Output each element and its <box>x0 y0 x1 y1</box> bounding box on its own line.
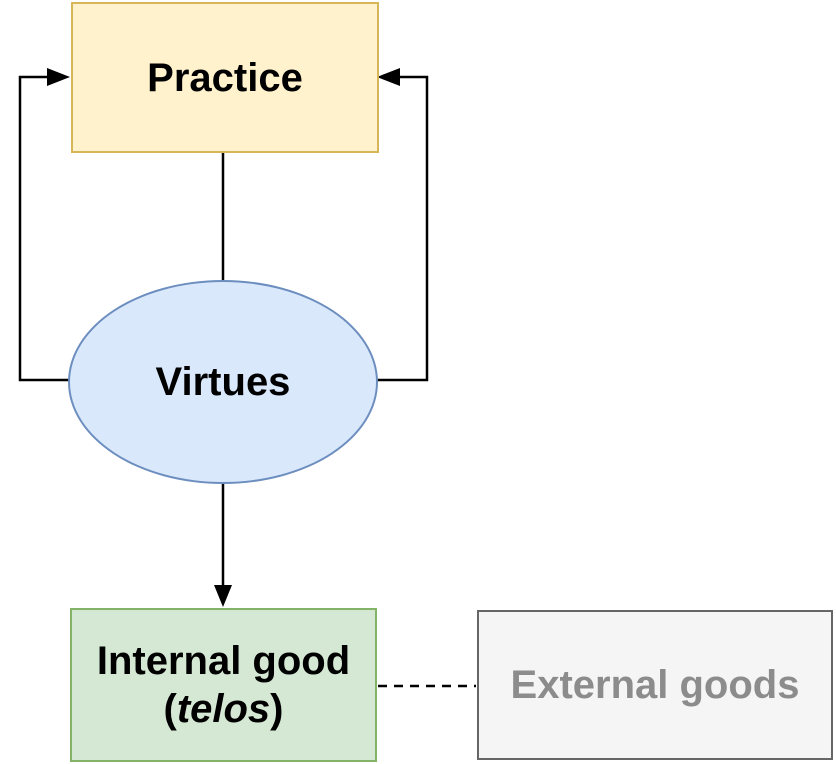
node-practice-label: Practice <box>147 55 303 100</box>
node-virtues: Virtues <box>68 280 378 484</box>
node-internal-good-label-line2: (telos) <box>163 685 283 733</box>
edge-virtues-to-practice-right-loop <box>377 75 429 382</box>
node-external-goods-label: External goods <box>510 663 800 707</box>
node-internal-good: Internal good (telos) <box>70 608 377 762</box>
node-external-goods: External goods <box>477 610 833 760</box>
node-virtues-label: Virtues <box>155 360 291 404</box>
edge-virtues-to-practice-left-loop <box>18 75 69 382</box>
node-practice: Practice <box>71 2 379 153</box>
arrowhead-into-practice-left <box>47 68 70 86</box>
node-internal-good-label-line1: Internal good <box>96 639 351 683</box>
telos-close-paren: ) <box>270 687 284 731</box>
arrowhead-into-internal-good <box>214 585 232 607</box>
telos-open-paren: ( <box>163 687 177 731</box>
arrowhead-into-practice-right <box>377 68 400 86</box>
telos-word: telos <box>176 687 271 731</box>
